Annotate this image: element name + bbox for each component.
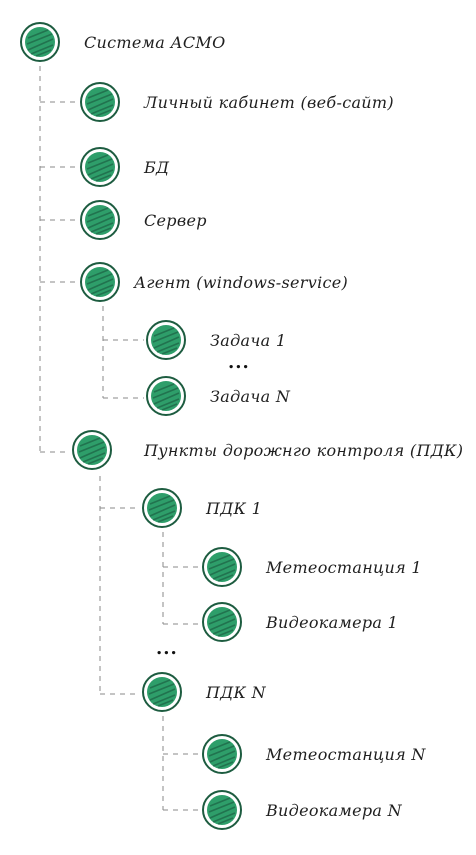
node-root: Система АСМО xyxy=(18,20,226,64)
node-label: Пункты дорожнго контроля (ПДК) xyxy=(144,440,464,460)
node-label: БД xyxy=(144,157,170,177)
node-label: Система АСМО xyxy=(84,32,226,52)
node-label: ПДК N xyxy=(206,682,266,702)
green-circle-icon xyxy=(202,602,242,642)
node-label: Сервер xyxy=(144,210,207,230)
node-server: Сервер xyxy=(78,198,207,242)
green-circle-icon xyxy=(202,547,242,587)
node-label: Задача 1 xyxy=(210,330,287,350)
node-label: Метеостанция 1 xyxy=(266,557,422,577)
green-circle-icon xyxy=(146,376,186,416)
node-label: Видеокамера 1 xyxy=(266,612,399,632)
node-label: Агент (windows-service) xyxy=(134,272,349,292)
node-agent: Агент (windows-service) xyxy=(78,260,348,304)
node-task1: Задача 1 xyxy=(144,318,286,362)
green-circle-icon xyxy=(80,200,120,240)
node-meteo1: Метеостанция 1 xyxy=(200,545,422,589)
node-cameraN: Видеокамера N xyxy=(200,788,402,832)
node-taskN: Задача N xyxy=(144,374,290,418)
node-db: БД xyxy=(78,145,169,189)
node-pdk1: ПДК 1 xyxy=(140,486,262,530)
green-circle-icon xyxy=(202,734,242,774)
green-circle-icon xyxy=(202,790,242,830)
green-circle-icon xyxy=(20,22,60,62)
green-circle-icon xyxy=(146,320,186,360)
node-camera1: Видеокамера 1 xyxy=(200,600,398,644)
node-label: Метеостанция N xyxy=(266,744,426,764)
task-ellipsis: ... xyxy=(228,352,250,373)
green-circle-icon xyxy=(80,82,120,122)
node-label: ПДК 1 xyxy=(206,498,263,518)
node-label: Задача N xyxy=(210,386,291,406)
green-circle-icon xyxy=(142,488,182,528)
node-pdk: Пункты дорожнго контроля (ПДК) xyxy=(70,428,463,472)
node-cabinet: Личный кабинет (веб-сайт) xyxy=(78,80,394,124)
node-label: Видеокамера N xyxy=(266,800,402,820)
pdk-ellipsis: ... xyxy=(156,638,178,659)
green-circle-icon xyxy=(80,262,120,302)
green-circle-icon xyxy=(142,672,182,712)
node-pdkN: ПДК N xyxy=(140,670,266,714)
node-label: Личный кабинет (веб-сайт) xyxy=(144,92,394,112)
green-circle-icon xyxy=(80,147,120,187)
green-circle-icon xyxy=(72,430,112,470)
node-meteoN: Метеостанция N xyxy=(200,732,426,776)
